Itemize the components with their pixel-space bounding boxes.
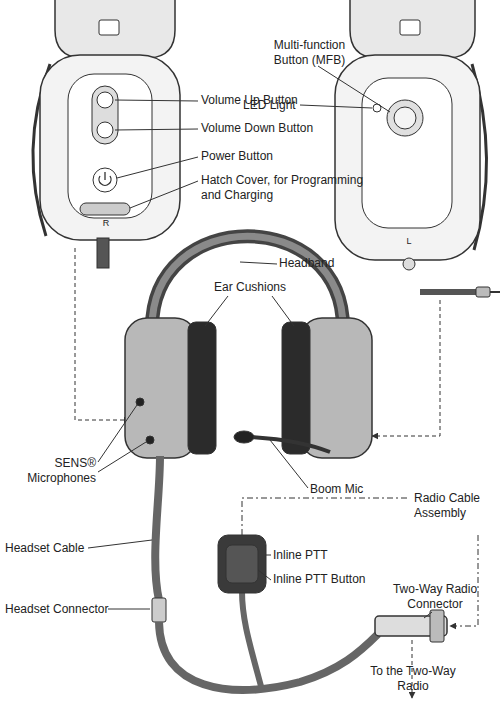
leader-line — [272, 296, 294, 326]
part-label: Hatch Cover, for Programming and Chargin… — [201, 173, 379, 203]
earcup-body — [335, 55, 480, 260]
earcup-body — [40, 55, 180, 240]
headband — [152, 236, 343, 330]
earcup — [125, 318, 197, 458]
part-label: L — [402, 236, 416, 247]
part-label: Ear Cushions — [205, 280, 295, 295]
logo-mark — [99, 20, 119, 35]
headset-front — [125, 236, 447, 690]
leader-line — [424, 612, 432, 618]
mic-plug-cable — [420, 289, 478, 295]
right-earcup-view — [33, 0, 180, 268]
plug-tip — [490, 291, 500, 293]
headband-stub — [55, 0, 175, 58]
headset-connector — [152, 598, 166, 622]
inline-ptt — [218, 535, 266, 593]
part-label: Headset Connector — [5, 602, 125, 617]
inline-ptt-button — [226, 545, 258, 583]
part-label: Multi-function Button (MFB) — [262, 38, 357, 68]
part-label: To the Two-Way Radio — [370, 664, 456, 694]
part-label: LED Light — [243, 98, 303, 113]
cable-pointer — [242, 498, 410, 535]
power-button — [93, 168, 117, 192]
leader-line — [98, 442, 146, 472]
ptt-cable — [242, 591, 262, 690]
headset-cable — [155, 456, 160, 600]
leader-line — [88, 540, 152, 548]
part-label: Inline PTT Button — [273, 572, 393, 587]
leader-line — [240, 262, 277, 264]
cable-pointer — [450, 535, 478, 626]
multi-function-button — [387, 100, 423, 136]
part-label: Headset Cable — [5, 541, 105, 556]
leader-line — [258, 570, 271, 580]
control-panel — [68, 74, 152, 218]
view-pointer — [75, 248, 130, 420]
connector-tab — [430, 610, 444, 642]
left-earcup-view — [335, 0, 500, 297]
volume-down-button — [97, 122, 113, 138]
leader-line — [300, 105, 372, 108]
leader-line — [115, 129, 198, 130]
radio-cable — [159, 622, 378, 690]
volume-up-button — [97, 92, 113, 108]
part-label: Headband — [279, 256, 359, 271]
mic-plug — [476, 287, 490, 297]
sens-microphone — [136, 398, 144, 406]
part-label: R — [99, 218, 113, 229]
leader-line — [130, 181, 198, 208]
earcup — [300, 318, 372, 458]
logo-mark — [400, 20, 420, 35]
ear-cushion — [282, 322, 310, 454]
leader-line — [117, 157, 198, 178]
leader-line — [98, 405, 137, 462]
leader-line — [270, 440, 308, 488]
leader-line — [266, 555, 271, 556]
ear-cushion — [188, 322, 216, 454]
power-symbol — [99, 172, 111, 185]
headband-pad — [152, 236, 343, 330]
part-label: Volume Down Button — [201, 121, 381, 136]
button-face — [394, 107, 416, 129]
leader-line — [205, 296, 228, 326]
mic-jack — [403, 258, 415, 270]
part-label: Two-Way Radio Connector — [385, 582, 485, 612]
headband-stub — [350, 0, 475, 58]
part-label: Radio Cable Assembly — [414, 491, 494, 521]
leader-line — [318, 66, 390, 112]
boom-mic-head — [234, 431, 254, 443]
hatch-cover — [80, 203, 130, 215]
control-panel — [362, 78, 452, 228]
part-label: Boom Mic — [310, 482, 390, 497]
leader-line — [108, 609, 150, 610]
part-label: Inline PTT — [273, 548, 363, 563]
leader-lines — [88, 66, 432, 618]
part-label: Power Button — [201, 149, 381, 164]
volume-rocker — [92, 86, 118, 144]
boom-arm — [252, 437, 330, 452]
sens-microphone — [146, 436, 154, 444]
cable-exit — [97, 238, 109, 268]
part-label: SENS® Microphones — [16, 456, 96, 486]
leader-line — [115, 100, 198, 101]
view-pointer — [372, 300, 440, 436]
